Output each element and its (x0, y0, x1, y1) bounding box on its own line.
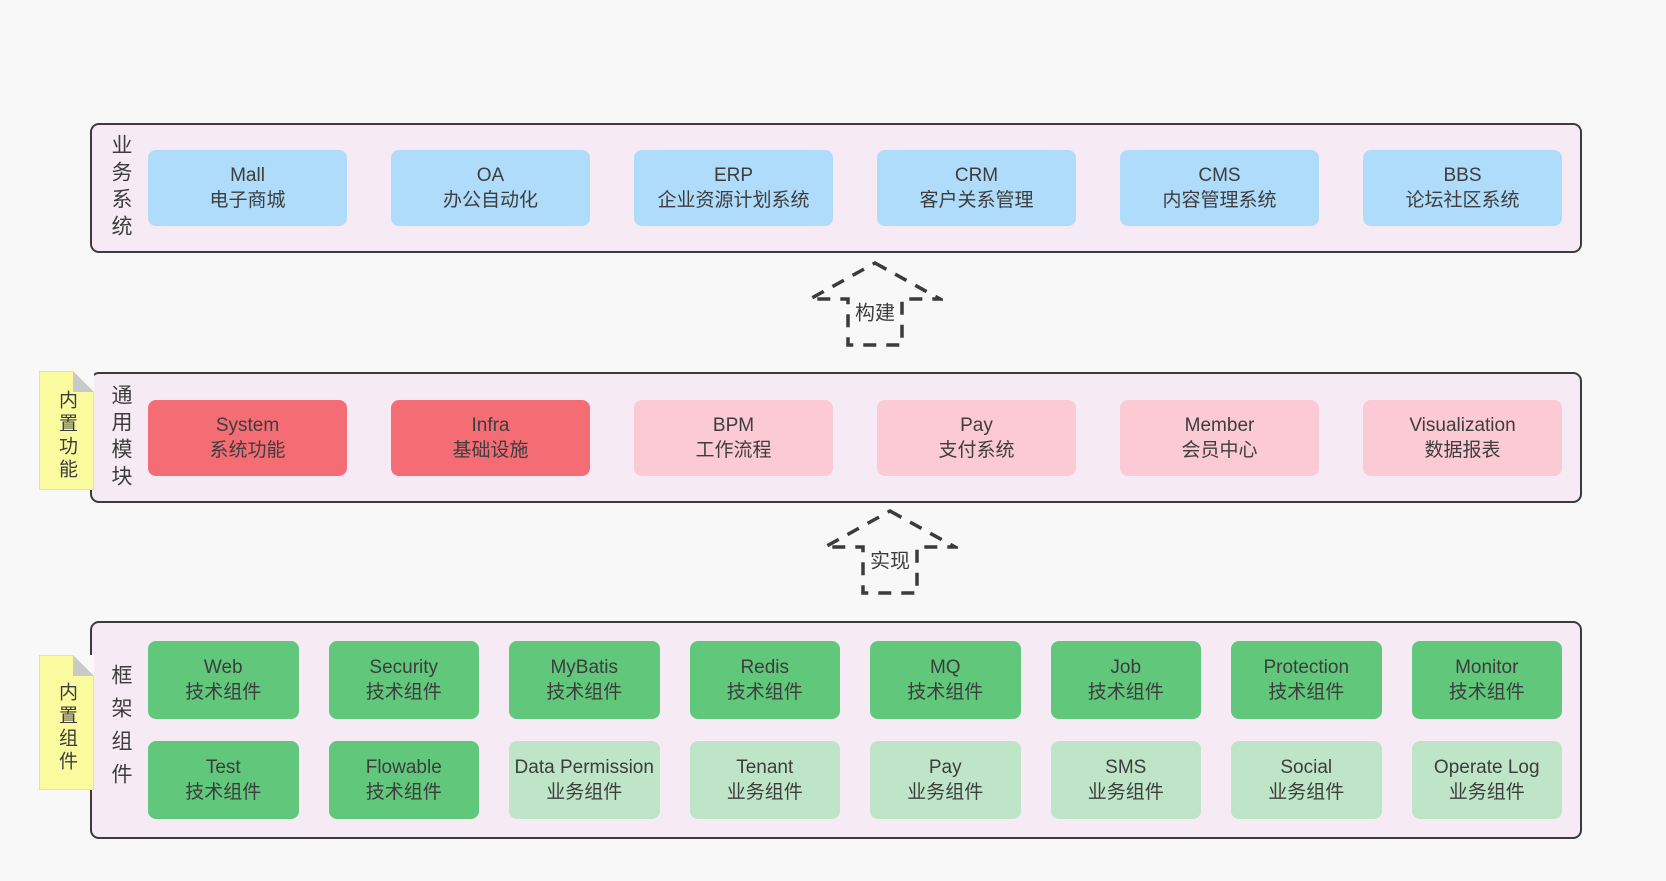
implement-arrow-icon: 实现 (822, 508, 958, 596)
build-arrow-icon: 构建 (807, 260, 943, 348)
build-arrow-label: 构建 (851, 295, 899, 327)
sticky-note-built-in-functions: 内置功能 (39, 371, 94, 490)
panel-modules-label: 通用模块 (109, 383, 132, 492)
sticky-note-built-in-components: 内置组件 (39, 655, 94, 790)
implement-arrow-label: 实现 (866, 543, 914, 575)
sticky-fold-corner-icon (73, 371, 94, 392)
sticky-fold-corner-icon (73, 655, 94, 676)
panel-components-label: 框架组件 (109, 664, 132, 796)
panel-business-label: 业务系统 (109, 134, 132, 242)
